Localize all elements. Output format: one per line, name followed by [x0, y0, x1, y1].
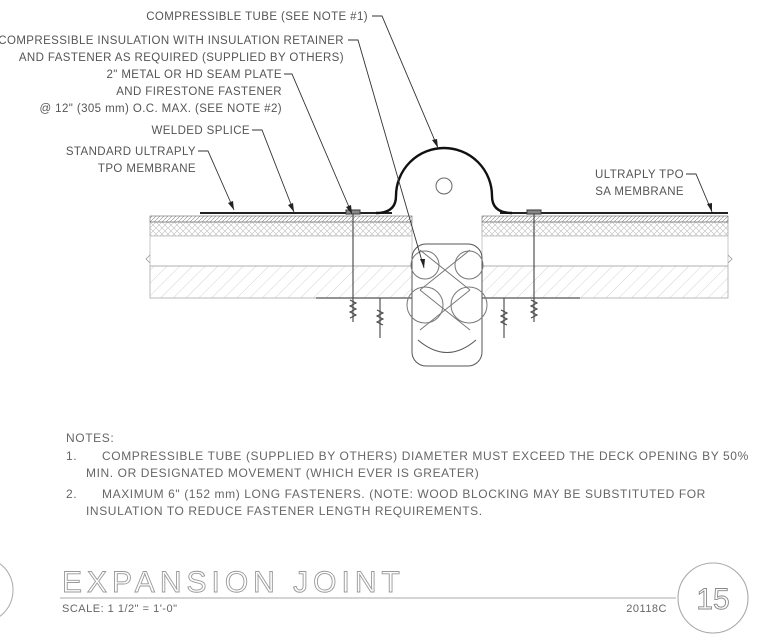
- left-insulation: [149, 235, 413, 267]
- roof-assembly: [145, 221, 733, 299]
- note-2-line2: INSULATION TO REDUCE FASTENER LENGTH REQ…: [86, 504, 483, 518]
- callout-plate-line2: AND FIRESTONE FASTENER: [116, 86, 282, 98]
- callout-text: COMPRESSIBLE TUBE (SEE NOTE #1) COMPRESS…: [0, 11, 684, 198]
- membranes: [149, 212, 729, 223]
- note-1-line1: COMPRESSIBLE TUBE (SUPPLIED BY OTHERS) D…: [102, 449, 749, 463]
- notes: NOTES: 1. COMPRESSIBLE TUBE (SUPPLIED BY…: [66, 431, 749, 518]
- drawing-title: EXPANSION JOINT: [62, 566, 405, 599]
- callout-insulation-line2: AND FASTENER AS REQUIRED (SUPPLIED BY OT…: [19, 52, 344, 64]
- right-cover-board: [481, 221, 729, 237]
- callout-plate-line1: 2" METAL OR HD SEAM PLATE: [106, 69, 282, 81]
- tube-center: [435, 177, 453, 195]
- detail-number: 15: [696, 583, 729, 616]
- right-deck: [481, 265, 729, 299]
- leader-lines: [198, 15, 713, 269]
- leader-arrows: [228, 139, 712, 268]
- callout-sa-line2: SA MEMBRANE: [595, 186, 684, 198]
- callout-tube: COMPRESSIBLE TUBE (SEE NOTE #1): [146, 11, 368, 23]
- title-block: EXPANSION JOINT SCALE: 1 1/2" = 1'-0" 20…: [0, 562, 749, 634]
- callout-insulation-line1: COMPRESSIBLE INSULATION WITH INSULATION …: [0, 35, 344, 47]
- note-2-line1: MAXIMUM 6" (152 mm) LONG FASTENERS. (NOT…: [102, 487, 706, 501]
- joint-insulation: [406, 243, 488, 367]
- left-cover-board: [149, 221, 413, 237]
- callout-sa-line1: ULTRAPLY TPO: [595, 169, 684, 181]
- right-membrane: [481, 215, 729, 223]
- drawing-scale: SCALE: 1 1/2" = 1'-0": [62, 603, 178, 615]
- callout-splice: WELDED SPLICE: [151, 125, 250, 137]
- callout-membrane-line2: TPO MEMBRANE: [98, 163, 196, 175]
- left-bubble-edge: [0, 563, 14, 617]
- detail-bubble: [677, 562, 749, 634]
- callout-membrane-line1: STANDARD ULTRAPLY: [66, 146, 196, 158]
- right-insulation: [481, 235, 729, 267]
- drawing-code: 20118C: [626, 603, 667, 615]
- left-membrane: [149, 215, 413, 223]
- notes-heading: NOTES:: [66, 431, 114, 445]
- callout-plate-line3: @ 12" (305 mm) O.C. MAX. (SEE NOTE #2): [40, 103, 282, 115]
- note-1-line2: MIN. OR DESIGNATED MOVEMENT (WHICH EVER …: [86, 466, 479, 480]
- note-2-number: 2.: [66, 487, 77, 501]
- left-deck: [149, 265, 413, 299]
- note-1-number: 1.: [66, 449, 77, 463]
- compressible-tube: [375, 146, 513, 215]
- fasteners: [345, 209, 542, 338]
